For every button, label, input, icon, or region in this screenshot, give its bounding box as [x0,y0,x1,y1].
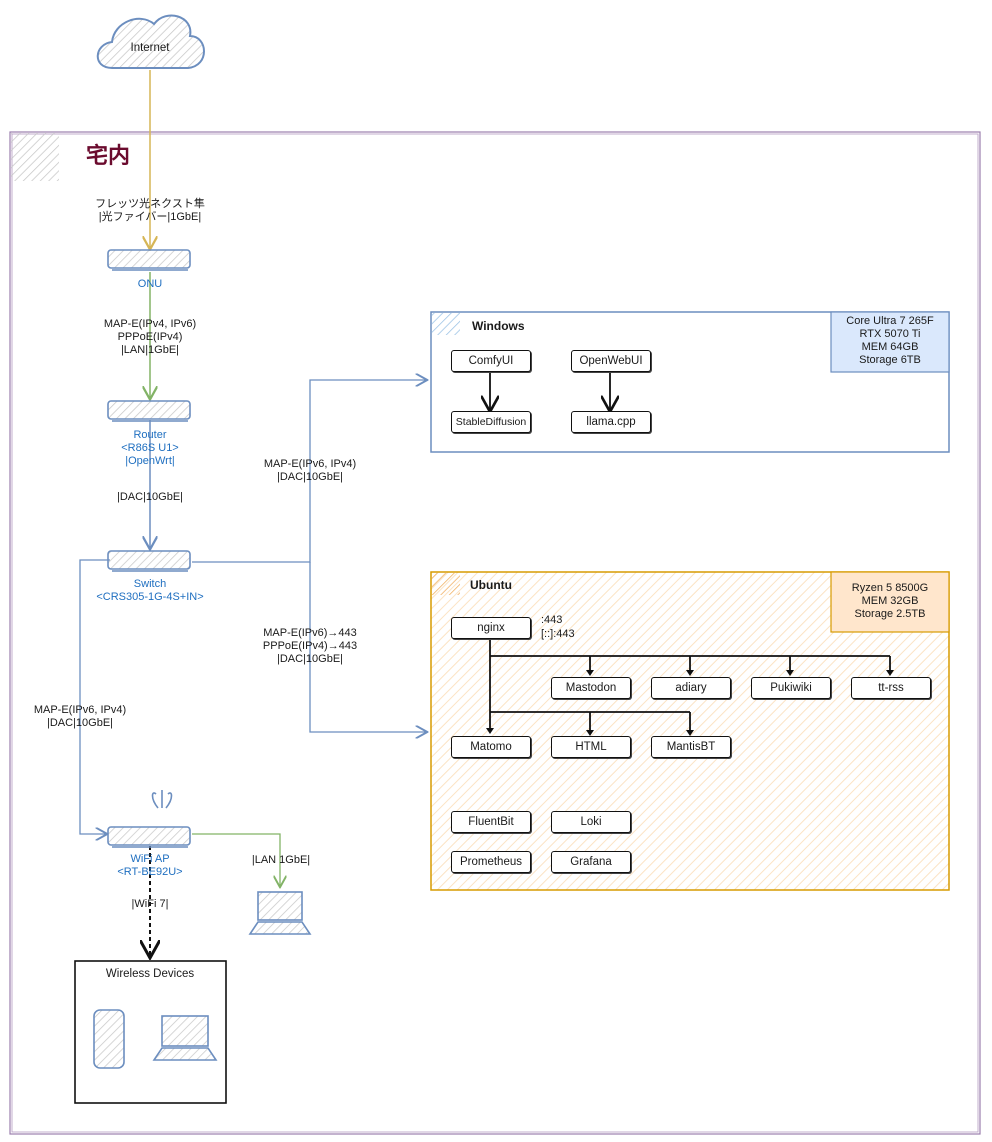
internet-cloud-icon [96,14,205,69]
fluentbit-box: FluentBit [451,811,531,833]
pukiwiki-box: Pukiwiki [751,677,831,699]
internet-label: Internet [130,42,170,54]
switch-wifi-link-label: MAP-E(IPv6, IPv4) |DAC|10GbE| [33,704,127,729]
fiber-link-label: フレッツ光ネクスト隼 |光ファイバー|1GbE| [95,198,205,223]
ubuntu-spec: Ryzen 5 8500G MEM 32GB Storage 2.5TB [851,582,929,620]
windows-title: Windows [472,319,525,333]
wifi-ap-label: WiFi AP <RT-BE92U> [117,853,183,878]
wifi-laptop-link-label: |LAN 1GbE| [251,854,311,866]
switch-windows-link-label: MAP-E(IPv6, IPv4) |DAC|10GbE| [263,458,357,483]
nginx-box: nginx [451,617,531,639]
nginx-ports: :443 [::]:443 [541,614,575,640]
adiary-box: adiary [651,677,731,699]
wireless-devices-box [74,960,227,1104]
ttrss-box: tt-rss [851,677,931,699]
switch-ubuntu-link-label: MAP-E(IPv6)→443 PPPoE(IPv4)→443 |DAC|10G… [262,627,358,665]
openwebui-box: OpenWebUI [571,350,651,372]
matomo-box: Matomo [451,736,531,758]
comfyui-box: ComfyUI [451,350,531,372]
switch-icon [107,550,191,572]
windows-spec: Core Ultra 7 265F RTX 5070 Ti MEM 64GB S… [846,315,934,366]
smartphone-icon [93,1009,125,1069]
stablediffusion-box: StableDiffusion [451,411,531,433]
loki-box: Loki [551,811,631,833]
laptop-icon [161,1015,209,1047]
onu-router-link-label: MAP-E(IPv4, IPv6) PPPoE(IPv4) |LAN|1GbE| [103,318,197,356]
router-switch-link-label: |DAC|10GbE| [116,491,184,503]
router-label: Router <R86S U1> |OpenWrt| [121,429,179,467]
llamacpp-box: llama.cpp [571,411,651,433]
wifi-wireless-link-label: |WiFi 7| [131,898,169,910]
ubuntu-title: Ubuntu [470,578,512,592]
mastodon-box: Mastodon [551,677,631,699]
laptop-icon [248,891,312,935]
switch-label: Switch <CRS305-1G-4S+IN> [96,578,204,603]
html-box: HTML [551,736,631,758]
router-icon [107,400,191,422]
onu-icon [107,249,191,271]
mantisbt-box: MantisBT [651,736,731,758]
grafana-box: Grafana [551,851,631,873]
wifi-ap-icon [107,790,191,848]
wireless-devices-title: Wireless Devices [105,968,195,980]
prometheus-box: Prometheus [451,851,531,873]
home-area-border [9,131,981,1135]
onu-label: ONU [137,278,163,290]
home-title: 宅内 [86,144,131,169]
